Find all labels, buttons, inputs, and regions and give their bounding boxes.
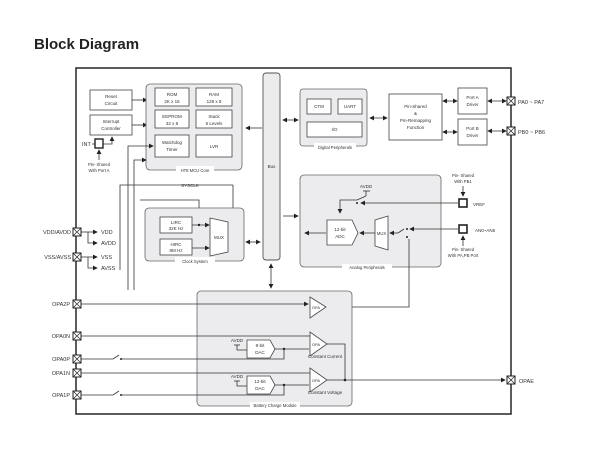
interrupt-controller-block: Interrupt Controller <box>89 114 133 136</box>
mcu-core-group: ROM 2K x 16 RAM 128 x 8 EEPROM 32 x 8 St… <box>145 83 243 173</box>
digital-peripherals-group: CTM UART I/O Digital Peripherals <box>299 88 368 150</box>
port-a-driver-block: Port A Driver <box>457 87 488 115</box>
adc-bits: 12-bit <box>334 227 346 232</box>
dac12-avdd-label: AVDD <box>231 374 244 379</box>
reset-line1: Reset <box>105 94 118 99</box>
stack-label: Stack <box>208 114 220 119</box>
vdd-pin-label: VDD/AVDD <box>43 230 71 236</box>
constant-current-label: Constant Current <box>308 354 343 359</box>
page-title: Block Diagram <box>34 36 140 53</box>
bus-label: Bus <box>268 164 277 169</box>
dac8-bits: 8-bit <box>256 343 266 348</box>
opa1n-label: OPA1N <box>52 371 70 377</box>
eeprom-label: EEPROM <box>162 114 182 119</box>
vdd-pin-icon <box>72 227 82 237</box>
chip-outline <box>75 67 512 415</box>
pin-shared-line3: Pin-Remapping <box>400 118 432 123</box>
ctm-label: CTM <box>314 104 324 109</box>
an-note-line1: Pin- Shared <box>452 247 475 252</box>
opae-label: OPAE <box>519 379 534 385</box>
dac8-label: DAC <box>255 350 265 355</box>
clock-system-label: Clock System <box>182 259 208 264</box>
vss-pin-icon <box>72 252 82 262</box>
int-pin-label: INT <box>82 142 92 148</box>
dac12-bits: 12-bit <box>254 379 266 384</box>
dac8-avdd-label: AVDD <box>231 338 244 343</box>
port-b-line2: Driver <box>467 133 480 138</box>
vdd-label: VDD <box>101 230 113 236</box>
port-a-line1: Port A <box>466 95 478 100</box>
lirc-label: LIRC <box>171 220 182 225</box>
ram-size: 128 x 8 <box>207 99 222 104</box>
vref-pin-icon <box>458 198 468 208</box>
pa-pin-icon <box>506 96 516 106</box>
opa1-label: OPA <box>312 378 320 383</box>
avss-label: AVSS <box>101 266 116 272</box>
port-b-line1: Port B <box>466 126 479 131</box>
opa0n-label: OPA0N <box>52 334 70 340</box>
interrupt-line1: Interrupt <box>103 119 121 124</box>
hirc-freq: 8M Hz <box>169 248 183 253</box>
opa1p-label: OPA1P <box>52 393 70 399</box>
opae-pin-icon <box>506 375 516 385</box>
analog-avdd-label: AVDD <box>360 184 373 189</box>
watchdog-timer: Timer <box>166 147 178 152</box>
dac12-label: DAC <box>255 386 265 391</box>
mcu-core-label: HT8 MCU Core <box>181 168 211 173</box>
port-b-driver-block: Port B Driver <box>457 118 488 146</box>
opa2p-label: OPA2P <box>52 302 70 308</box>
an-label: AN0~AN5 <box>475 228 496 233</box>
vref-note-line2: With PB1 <box>454 179 472 184</box>
pin-shared-line2: & <box>414 111 417 116</box>
pin-shared-line1: Pin-Shared <box>404 104 427 109</box>
constant-voltage-label: Constant Voltage <box>308 390 343 395</box>
lvr-label: LVR <box>210 144 219 149</box>
lirc-freq: 32K Hz <box>169 226 185 231</box>
ram-label: RAM <box>209 92 219 97</box>
int-note-line1: Pin- Shared <box>88 162 111 167</box>
bus-block: Bus <box>262 72 281 261</box>
clock-system-group: LIRC 32K Hz HIRC 8M Hz MUX Clock System <box>144 207 245 264</box>
opa-pins: OPA2P OPA0N OPA0P OPA1N OPA1P <box>52 299 310 400</box>
io-label: I/O <box>331 127 338 132</box>
pin-shared-function-block: Pin-Shared & Pin-Remapping Function <box>388 93 443 141</box>
an-note-line2: With PA,PB Port <box>448 253 479 258</box>
analog-mux-label: MUX <box>377 231 387 236</box>
reset-circuit-block: Reset Circuit <box>89 89 133 111</box>
watchdog-label: Watchdog <box>162 140 183 145</box>
analog-peripherals-label: Analog Peripherals <box>349 265 384 270</box>
vss-pin-label: VSS/AVSS <box>44 255 71 261</box>
avdd-label: AVDD <box>101 241 116 247</box>
digital-peripherals-label: Digital Peripherals <box>318 145 352 150</box>
stack-levels: 6 Levels <box>206 121 224 126</box>
hirc-label: HIRC <box>171 242 183 247</box>
pa-pins-label: PA0 ~ PA7 <box>518 100 544 106</box>
opa2-label: OPA <box>312 305 320 310</box>
opa0p-label: OPA0P <box>52 357 70 363</box>
adc-label: ADC <box>335 234 345 239</box>
vref-note-line1: Pin- Shared <box>452 173 475 178</box>
pb-pins-label: PB0 ~ PB6 <box>518 130 545 136</box>
opa0-label: OPA <box>312 342 320 347</box>
interrupt-line2: Controller <box>101 126 121 131</box>
battery-charge-module-group: OPA OPA Constant Current OPA Constant Vo… <box>196 290 353 409</box>
rom-label: ROM <box>167 92 178 97</box>
clock-mux-label: MUX <box>214 235 224 240</box>
rom-size: 2K x 16 <box>164 99 180 104</box>
vss-label: VSS <box>101 255 112 261</box>
reset-line2: Circuit <box>105 101 119 106</box>
int-pin-icon <box>94 138 104 149</box>
sysclk-label: SYSCLK <box>181 183 199 188</box>
eeprom-size: 32 x 8 <box>166 121 179 126</box>
an-pin-icon <box>458 224 468 234</box>
pin-shared-line4: Function <box>407 125 425 130</box>
uart-label: UART <box>344 104 356 109</box>
int-note-line2: With Port A <box>89 168 110 173</box>
port-a-line2: Driver <box>467 102 480 107</box>
vref-label: VREF <box>473 202 485 207</box>
analog-peripherals-group: AVDD 12-bit ADC MUX Analog Peripherals <box>299 174 442 271</box>
pb-pin-icon <box>506 126 516 136</box>
battery-charge-module-label: Battery Charge Module <box>253 403 297 408</box>
